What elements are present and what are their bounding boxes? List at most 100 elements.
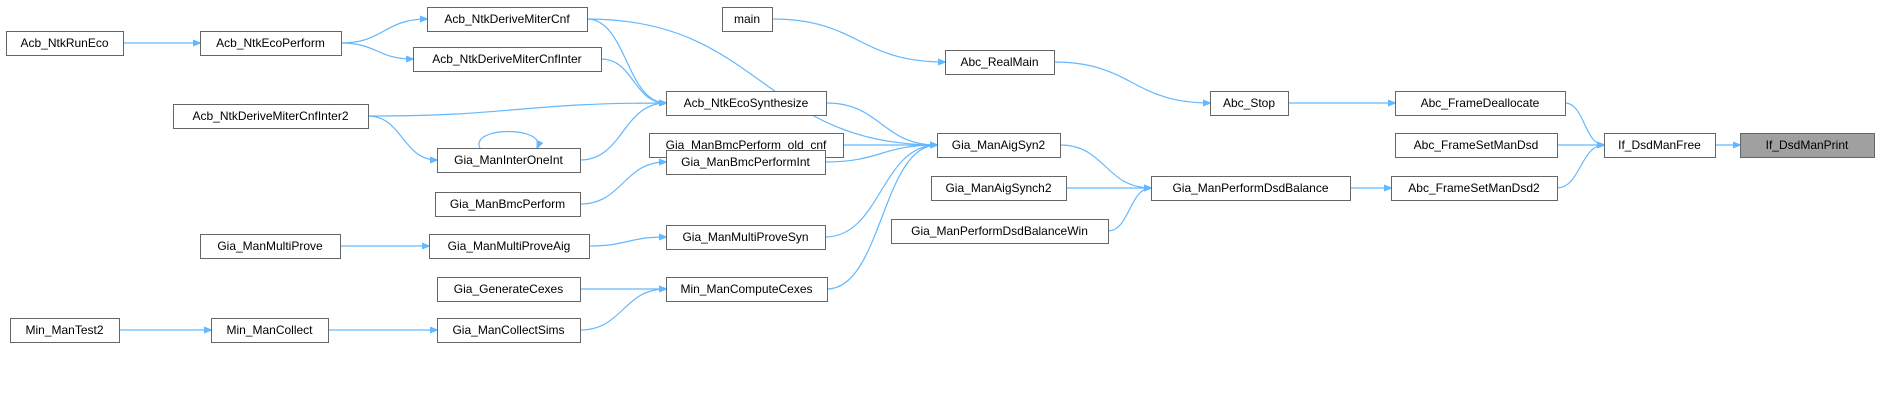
node-box xyxy=(931,176,1067,201)
edge-acb-ntkderivemitercnfinter2-to-acb-ntkecosynthesize xyxy=(367,103,666,117)
node-if-dsdmanfree[interactable]: If_DsdManFree xyxy=(1604,133,1716,158)
edge-gia-maninteroneint-to-gia-maninteroneint xyxy=(478,130,538,149)
node-acb-ntkderivemitercnfinter2[interactable]: Acb_NtkDeriveMiterCnfInter2 xyxy=(173,104,369,129)
edge-abc-realmain-to-abc-stop xyxy=(1053,61,1210,103)
edge-gia-manbmcperformint-to-gia-manaigsyn2 xyxy=(824,145,937,163)
node-acb-ntkderivemitercnfinter[interactable]: Acb_NtkDeriveMiterCnfInter xyxy=(413,47,602,72)
edge-abc-framedeallocate-to-if-dsdmanfree xyxy=(1564,102,1604,145)
nodes-layer: If_DsdManPrint If_DsdManFree Abc_FrameDeal… xyxy=(6,7,1875,343)
edge-abc-framesetmandsd2-to-if-dsdmanfree xyxy=(1556,145,1604,189)
node-label: Acb_NtkDeriveMiterCnf xyxy=(444,12,570,26)
edge-acb-ntkecoperform-to-acb-ntkderivemitercnfinter xyxy=(340,42,413,59)
node-main[interactable]: main xyxy=(722,7,773,32)
node-box xyxy=(666,91,827,116)
node-label: Gia_ManPerformDsdBalanceWin xyxy=(911,224,1088,238)
node-box xyxy=(429,234,590,259)
node-box xyxy=(666,277,828,302)
node-gia-manaigsynch2[interactable]: Gia_ManAigSynch2 xyxy=(931,176,1067,201)
node-label: Abc_FrameDeallocate xyxy=(1421,96,1540,110)
node-acb-ntkderivemitercnf[interactable]: Acb_NtkDeriveMiterCnf xyxy=(427,7,588,32)
node-label: Gia_ManPerformDsdBalance xyxy=(1172,181,1328,195)
edge-gia-manmultiproveaig-to-gia-manmultiprovesyn xyxy=(588,237,666,247)
node-label: Acb_NtkEcoPerform xyxy=(216,36,325,50)
edge-acb-ntkderivemitercnf-to-gia-manaigsyn2 xyxy=(586,18,937,145)
edge-acb-ntkderivemitercnfinter2-to-gia-maninteroneint xyxy=(367,115,437,160)
node-acb-ntkecosynthesize[interactable]: Acb_NtkEcoSynthesize xyxy=(666,91,827,116)
node-box xyxy=(666,225,826,250)
node-min-mancollect[interactable]: Min_ManCollect xyxy=(211,318,329,343)
edge-gia-maninteroneint-to-acb-ntkecosynthesize xyxy=(579,103,666,161)
node-label: Acb_NtkRunEco xyxy=(20,36,108,50)
node-abc-framesetmandsd2[interactable]: Abc_FrameSetManDsd2 xyxy=(1391,176,1558,201)
node-label: Acb_NtkEcoSynthesize xyxy=(684,96,809,110)
edge-acb-ntkecoperform-to-acb-ntkderivemitercnf xyxy=(340,19,427,44)
node-box xyxy=(437,277,581,302)
node-gia-generatecexes[interactable]: Gia_GenerateCexes xyxy=(437,277,581,302)
node-box xyxy=(722,7,773,32)
node-min-mantest2[interactable]: Min_ManTest2 xyxy=(10,318,120,343)
node-gia-manmultiprovesyn[interactable]: Gia_ManMultiProveSyn xyxy=(666,225,826,250)
node-label: Min_ManCollect xyxy=(226,323,313,337)
node-box xyxy=(1395,91,1566,116)
node-box xyxy=(945,50,1055,75)
edge-gia-manmultiprovesyn-to-gia-manaigsyn2 xyxy=(824,145,937,238)
node-gia-manbmcperform[interactable]: Gia_ManBmcPerform xyxy=(435,192,581,217)
node-box xyxy=(200,31,342,56)
node-box xyxy=(435,192,581,217)
edge-acb-ntkderivemitercnfinter-to-acb-ntkecosynthesize xyxy=(600,58,666,103)
node-gia-manperformdsdbalance[interactable]: Gia_ManPerformDsdBalance xyxy=(1151,176,1351,201)
node-label: Gia_ManAigSyn2 xyxy=(952,138,1046,152)
node-acb-ntkruneco[interactable]: Acb_NtkRunEco xyxy=(6,31,124,56)
node-box xyxy=(437,318,581,343)
node-min-mancomputecexes[interactable]: Min_ManComputeCexes xyxy=(666,277,828,302)
node-gia-manperformdsdbalancewin[interactable]: Gia_ManPerformDsdBalanceWin xyxy=(891,219,1109,244)
node-abc-realmain[interactable]: Abc_RealMain xyxy=(945,50,1055,75)
edge-gia-manperformdsdbalancewin-to-gia-manperformdsdbalance xyxy=(1107,188,1151,232)
node-box xyxy=(10,318,120,343)
node-abc-stop[interactable]: Abc_Stop xyxy=(1210,91,1289,116)
edge-gia-manaigsyn2-to-gia-manperformdsdbalance xyxy=(1059,144,1151,188)
node-abc-framedeallocate[interactable]: Abc_FrameDeallocate xyxy=(1395,91,1566,116)
node-box xyxy=(937,133,1061,158)
node-label: Abc_Stop xyxy=(1223,96,1275,110)
node-label: Gia_ManBmcPerform_old_cnf xyxy=(666,138,827,152)
node-label: Min_ManComputeCexes xyxy=(680,282,812,296)
node-abc-framesetmandsd[interactable]: Abc_FrameSetManDsd xyxy=(1395,133,1558,158)
node-box xyxy=(1210,91,1289,116)
node-label: Gia_ManBmcPerform xyxy=(450,197,565,211)
node-gia-manmultiproveaig[interactable]: Gia_ManMultiProveAig xyxy=(429,234,590,259)
node-label: Gia_ManMultiProveAig xyxy=(448,239,571,253)
node-box xyxy=(1740,133,1875,158)
node-gia-manaigsyn2[interactable]: Gia_ManAigSyn2 xyxy=(937,133,1061,158)
node-gia-maninteroneint[interactable]: Gia_ManInterOneInt xyxy=(437,148,581,173)
node-box xyxy=(6,31,124,56)
node-label: Abc_FrameSetManDsd2 xyxy=(1408,181,1540,195)
node-label: main xyxy=(734,12,760,26)
node-box xyxy=(427,7,588,32)
node-box xyxy=(413,47,602,72)
node-label: Abc_FrameSetManDsd xyxy=(1414,138,1539,152)
node-label: Acb_NtkDeriveMiterCnfInter xyxy=(432,52,581,66)
node-label: If_DsdManPrint xyxy=(1766,138,1849,152)
node-if-dsdmanprint[interactable]: If_DsdManPrint xyxy=(1740,133,1875,158)
edge-main-to-abc-realmain xyxy=(771,18,945,62)
edge-min-mancomputecexes-to-gia-manaigsyn2 xyxy=(826,145,937,290)
node-gia-manmultiprove[interactable]: Gia_ManMultiProve xyxy=(200,234,341,259)
node-label: Abc_RealMain xyxy=(960,55,1038,69)
node-gia-manbmcperformint[interactable]: Gia_ManBmcPerformInt xyxy=(666,150,826,175)
node-label: Acb_NtkDeriveMiterCnfInter2 xyxy=(192,109,348,123)
node-box xyxy=(173,104,369,129)
edge-gia-mancollectsims-to-min-mancomputecexes xyxy=(579,289,666,331)
node-label: Gia_ManBmcPerformInt xyxy=(681,155,810,169)
node-label: Gia_ManInterOneInt xyxy=(454,153,563,167)
node-label: Min_ManTest2 xyxy=(25,323,103,337)
node-box xyxy=(200,234,341,259)
edge-acb-ntkderivemitercnf-to-acb-ntkecosynthesize xyxy=(586,18,666,103)
node-label: Gia_ManAigSynch2 xyxy=(945,181,1051,195)
node-label: If_DsdManFree xyxy=(1618,138,1701,152)
node-acb-ntkecoperform[interactable]: Acb_NtkEcoPerform xyxy=(200,31,342,56)
node-gia-mancollectsims[interactable]: Gia_ManCollectSims xyxy=(437,318,581,343)
edge-gia-manbmcperform-to-gia-manbmcperformint xyxy=(579,162,666,205)
node-label: Gia_ManMultiProveSyn xyxy=(682,230,808,244)
